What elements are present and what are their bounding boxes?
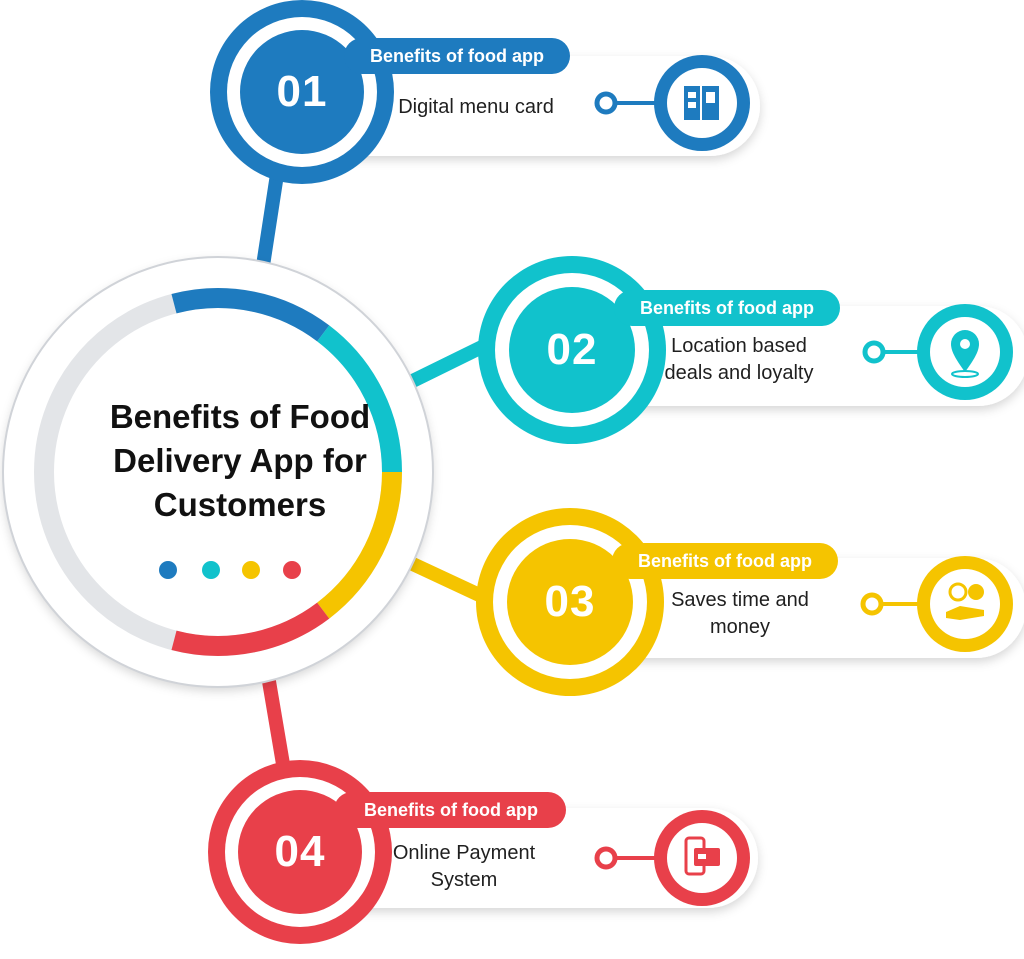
center-title: Benefits of Food Delivery App for Custom… (109, 398, 371, 523)
menu-card-icon (684, 86, 719, 120)
online-payment-icon (684, 836, 720, 876)
dot-yellow (242, 561, 260, 579)
arc-yellow (317, 471, 402, 619)
item-03-label: Benefits of food app (638, 551, 812, 571)
arc-cyan (317, 325, 402, 473)
item-04-label: Benefits of food app (364, 800, 538, 820)
item-02-label: Benefits of food app (640, 298, 814, 318)
item-02-number: 02 (546, 325, 598, 374)
dot-blue (159, 561, 177, 579)
item-04-description: Online Payment System (392, 842, 536, 891)
label-pill-03 (612, 543, 838, 579)
arc-blue (171, 288, 330, 342)
label-pill-02 (614, 290, 840, 326)
item-01-description: Digital menu card (398, 96, 554, 118)
item-03-number: 03 (544, 577, 596, 626)
time-money-icon (946, 582, 984, 620)
item-02-description: Location based deals and loyalty (664, 335, 814, 384)
item-03-description: Saves time and money (671, 589, 809, 638)
item-01 (210, 0, 760, 184)
item-04 (208, 760, 758, 944)
location-pin-icon (951, 330, 979, 378)
arc-red (171, 602, 330, 656)
item-01-number: 01 (276, 67, 328, 116)
center-disc (2, 256, 434, 688)
item-03 (476, 508, 1024, 696)
dot-red (283, 561, 301, 579)
color-dots (159, 561, 301, 579)
dot-cyan (202, 561, 220, 579)
label-pill-01 (344, 38, 570, 74)
item-04-number: 04 (274, 827, 326, 876)
label-pill-04 (334, 792, 566, 828)
item-02 (478, 256, 1024, 444)
item-01-label: Benefits of food app (370, 46, 544, 66)
